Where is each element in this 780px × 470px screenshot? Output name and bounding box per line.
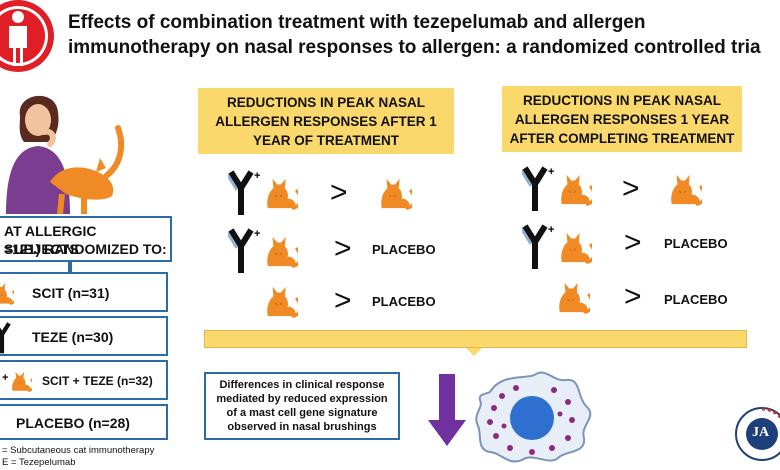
pointer-triangle bbox=[466, 348, 482, 356]
journal-seal-icon: JA bbox=[734, 406, 780, 462]
subjects-box: AT ALLERGIC SUBJECTS =121) RANDOMIZED TO… bbox=[0, 216, 172, 262]
cat-icon bbox=[379, 177, 412, 210]
title-line-2: immunotherapy on nasal responses to alle… bbox=[68, 37, 761, 58]
mast-cell-illustration bbox=[472, 368, 596, 469]
arm-placebo-label: PLACEBO (n=28) bbox=[16, 415, 130, 431]
placebo-label: PLACEBO bbox=[372, 242, 436, 257]
cat-icon bbox=[11, 370, 32, 392]
cat-icon bbox=[557, 281, 590, 314]
antibody-icon bbox=[522, 224, 548, 270]
cat-icon bbox=[559, 173, 592, 206]
plus-sign: + bbox=[254, 228, 261, 240]
arm-placebo-box: PLACEBO (n=28) bbox=[0, 404, 168, 440]
antibody-icon bbox=[228, 228, 254, 274]
panel2-header: REDUCTIONS IN PEAK NASAL ALLERGEN RESPON… bbox=[502, 86, 742, 152]
cat-icon bbox=[265, 177, 298, 210]
footnote-scit: = Subcutaneous cat immunotherapy bbox=[2, 445, 155, 456]
summary-bar bbox=[204, 330, 747, 348]
greater-than-symbol: > bbox=[334, 232, 352, 265]
journal-abbr: JA bbox=[752, 425, 770, 440]
arm-scit-box: SCIT (n=31) bbox=[0, 272, 168, 312]
greater-than-symbol: > bbox=[330, 176, 348, 209]
panel1-header: REDUCTIONS IN PEAK NASAL ALLERGEN RESPON… bbox=[198, 88, 454, 154]
person-icon bbox=[0, 0, 54, 80]
cat-icon bbox=[669, 173, 702, 206]
arm-scit-teze-box: + SCIT + TEZE (n=32) bbox=[0, 360, 168, 400]
connector-line bbox=[68, 262, 72, 272]
antibody-icon bbox=[522, 166, 548, 212]
cat-icon bbox=[265, 285, 298, 318]
conclusion-box: Differences in clinical response mediate… bbox=[204, 372, 400, 440]
plus-sign: + bbox=[2, 372, 9, 384]
cat-icon bbox=[559, 231, 592, 264]
greater-than-symbol: > bbox=[334, 284, 352, 317]
cat-icon bbox=[265, 235, 298, 268]
greater-than-symbol: > bbox=[622, 172, 640, 205]
plus-sign: + bbox=[548, 224, 555, 236]
greater-than-symbol: > bbox=[624, 280, 642, 313]
arm-teze-label: TEZE (n=30) bbox=[32, 329, 114, 345]
cat-icon bbox=[0, 281, 14, 305]
arm-scit-label: SCIT (n=31) bbox=[32, 285, 110, 301]
greater-than-symbol: > bbox=[624, 226, 642, 259]
footnote-teze: E = Tezepelumab bbox=[2, 457, 76, 468]
placebo-label: PLACEBO bbox=[664, 236, 728, 251]
plus-sign: + bbox=[548, 166, 555, 178]
title-line-1: Effects of combination treatment with te… bbox=[68, 12, 646, 33]
woman-with-cat-illustration bbox=[0, 86, 140, 216]
antibody-icon bbox=[228, 170, 254, 216]
arm-scit-teze-label: SCIT + TEZE (n=32) bbox=[42, 374, 153, 388]
subjects-line-2: =121) RANDOMIZED TO: bbox=[4, 241, 167, 257]
arrow-down-icon bbox=[426, 374, 468, 453]
page-title: Effects of combination treatment with te… bbox=[68, 10, 780, 60]
placebo-label: PLACEBO bbox=[372, 294, 436, 309]
subjects-line-1: AT ALLERGIC SUBJECTS bbox=[4, 223, 97, 257]
plus-sign: + bbox=[254, 170, 261, 182]
antibody-icon bbox=[0, 322, 12, 354]
placebo-label: PLACEBO bbox=[664, 292, 728, 307]
arm-teze-box: TEZE (n=30) bbox=[0, 316, 168, 356]
